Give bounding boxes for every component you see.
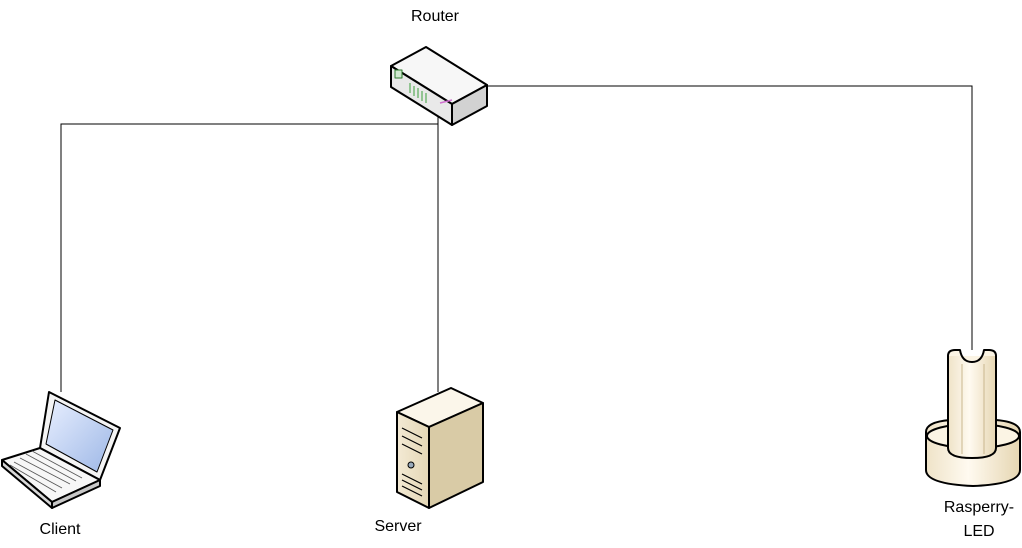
edge-router-client — [60, 117, 439, 392]
rasp-label-line1: Rasperry- — [944, 499, 1014, 516]
router-icon — [390, 46, 488, 126]
laptop-icon — [1, 391, 121, 509]
router-label: Router — [411, 8, 460, 25]
raspberry-led-device-icon — [925, 349, 1021, 487]
server-tower-icon — [396, 387, 484, 509]
edge-router-rasp — [486, 85, 973, 350]
rasp-label-line2: LED — [963, 523, 994, 540]
client-label: Client — [40, 521, 81, 538]
connections — [60, 85, 973, 392]
server-label: Server — [374, 518, 422, 535]
